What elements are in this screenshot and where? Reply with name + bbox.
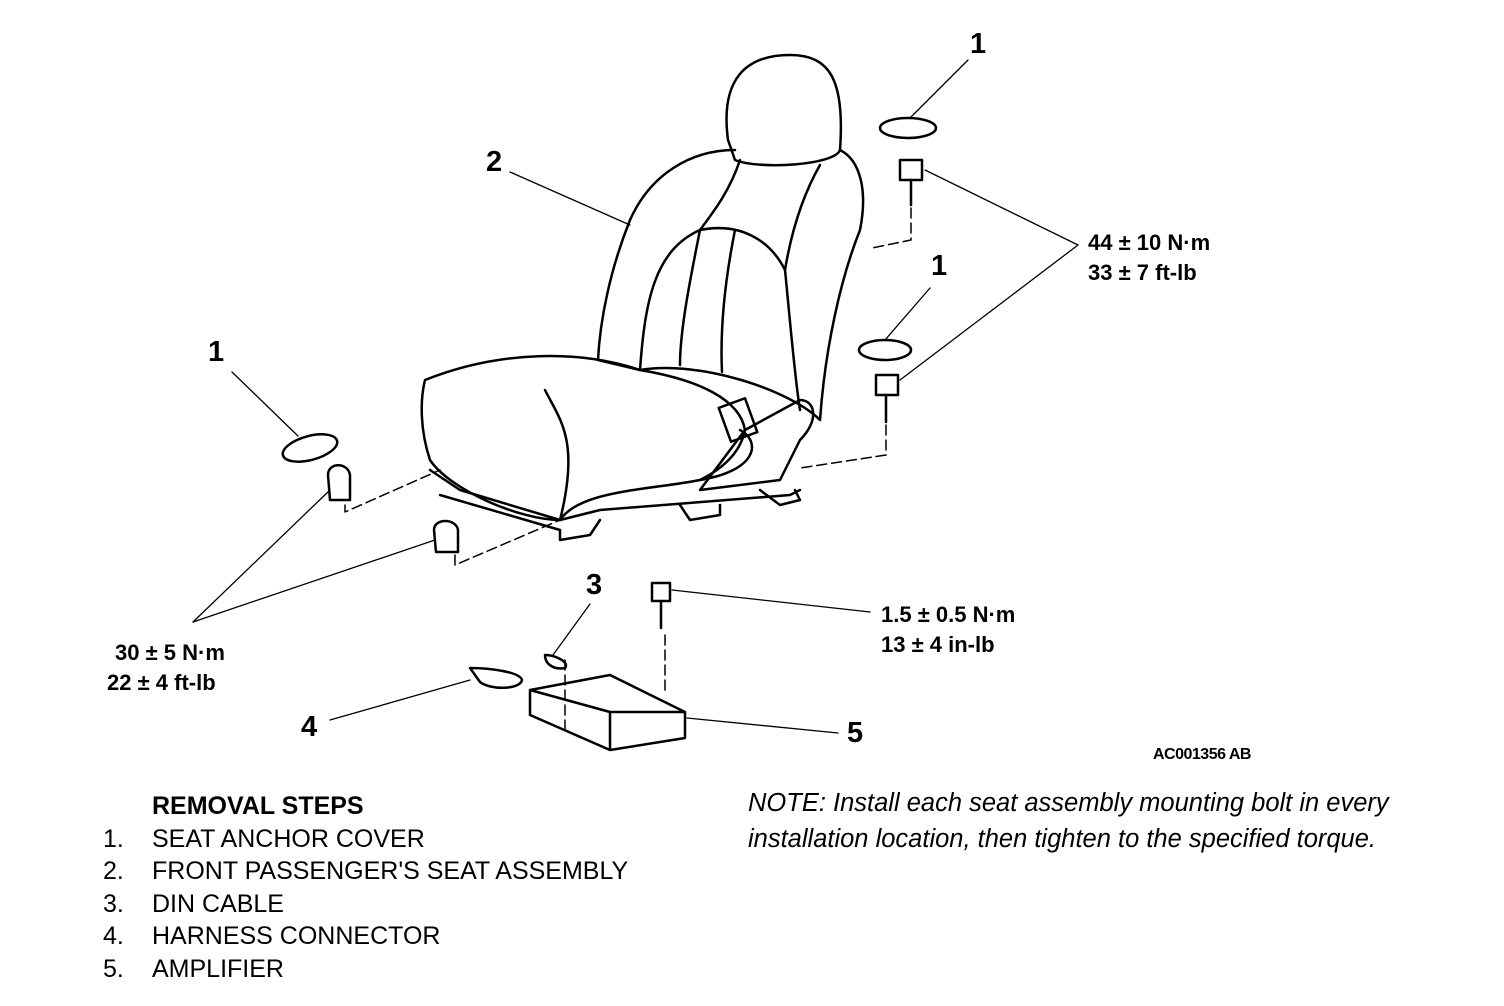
step-item: 2. FRONT PASSENGER'S SEAT ASSEMBLY <box>103 855 628 888</box>
din-cable <box>543 653 568 670</box>
anchor-cover-icon <box>857 338 913 362</box>
removal-steps: REMOVAL STEPS 1. SEAT ANCHOR COVER 2. FRON… <box>103 790 628 985</box>
step-item: 3. DIN CABLE <box>103 888 628 921</box>
step-item: 4. HARNESS CONNECTOR <box>103 920 628 953</box>
callout-2-seat: 2 <box>486 146 503 178</box>
figure-code: AC001356 AB <box>1153 746 1251 763</box>
bolt-icon <box>432 519 460 554</box>
bolt-icon <box>326 464 352 502</box>
callout-3-din-cable: 3 <box>586 569 603 601</box>
torque-metric: 1.5 ± 0.5 N·m <box>881 602 1016 627</box>
seat-back <box>596 148 865 422</box>
seat-cushion <box>420 354 747 522</box>
torque-imperial: 22 ± 4 ft-lb <box>107 670 216 695</box>
callout-4-harness: 4 <box>301 711 318 743</box>
callout-1-rear-cover: 1 <box>970 28 987 60</box>
headrest <box>725 53 843 167</box>
step-item: 5. AMPLIFIER <box>103 953 628 986</box>
torque-front-bolt: 30 ± 5 N·m 22 ± 4 ft-lb <box>107 638 225 698</box>
step-label: AMPLIFIER <box>152 954 284 983</box>
bolt-icon <box>874 373 900 424</box>
step-item: 1. SEAT ANCHOR COVER <box>103 823 628 856</box>
callout-5-amplifier: 5 <box>847 717 864 749</box>
harness-connector <box>468 666 524 689</box>
amplifier <box>528 673 687 752</box>
anchor-cover-icon <box>878 116 938 140</box>
torque-amp-bolt: 1.5 ± 0.5 N·m 13 ± 4 in-lb <box>881 600 1015 660</box>
removal-steps-heading: REMOVAL STEPS <box>152 792 364 820</box>
step-number: 5. <box>103 954 124 983</box>
torque-rear-bolt: 44 ± 10 N·m 33 ± 7 ft-lb <box>1088 228 1210 288</box>
step-label: HARNESS CONNECTOR <box>152 922 441 950</box>
callout-1-mid-cover: 1 <box>931 250 948 282</box>
install-note: NOTE: Install each seat assembly mountin… <box>748 789 1389 853</box>
torque-imperial: 33 ± 7 ft-lb <box>1088 260 1197 285</box>
step-number: 4. <box>103 922 124 950</box>
step-label: FRONT PASSENGER'S SEAT ASSEMBLY <box>152 857 629 885</box>
step-number: 1. <box>103 824 124 853</box>
step-number: 3. <box>103 889 124 918</box>
callout-1-front-cover: 1 <box>208 336 225 368</box>
step-label: DIN CABLE <box>152 889 284 918</box>
anchor-cover-icon <box>281 433 339 463</box>
bolt-icon <box>650 581 672 630</box>
torque-metric: 30 ± 5 N·m <box>115 640 225 665</box>
bolt-icon <box>898 158 924 207</box>
torque-imperial: 13 ± 4 in-lb <box>881 632 995 657</box>
step-label: SEAT ANCHOR COVER <box>152 824 425 853</box>
torque-metric: 44 ± 10 N·m <box>1088 230 1211 255</box>
seat-rails <box>428 468 802 542</box>
step-number: 2. <box>103 857 124 885</box>
